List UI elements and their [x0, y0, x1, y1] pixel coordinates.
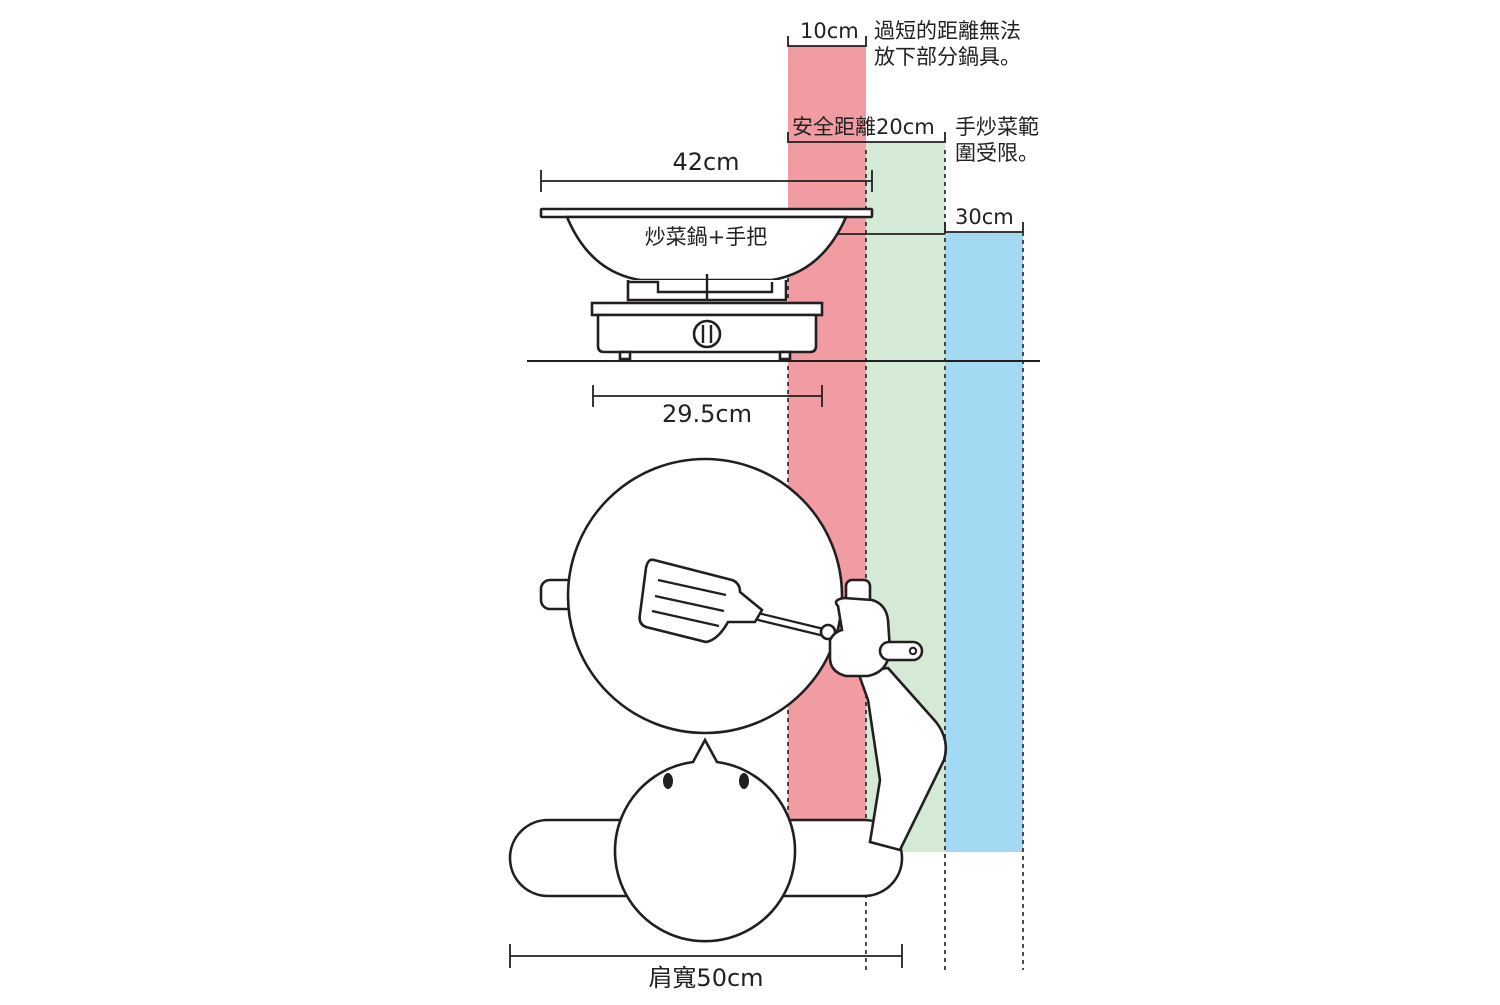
burner-grate-icon — [626, 274, 788, 302]
label-safe-20cm-note-1: 手炒菜範 — [955, 115, 1039, 139]
label-gap-10cm-note-1: 過短的距離無法 — [874, 19, 1021, 43]
label-stove-width: 29.5cm — [662, 400, 752, 428]
gas-stove-icon — [590, 301, 824, 361]
dim-10cm — [787, 36, 867, 47]
label-shoulder-width: 肩寬50cm — [648, 964, 763, 992]
label-gap-10cm-note-2: 放下部分鍋具。 — [874, 45, 1021, 69]
label-gap-10cm: 10cm — [800, 19, 859, 43]
dim-stove-width — [592, 385, 823, 407]
dim-20cm — [787, 132, 946, 143]
label-wok-width: 42cm — [672, 148, 739, 176]
dim-shoulder-width — [509, 944, 903, 968]
label-safe-20cm-note-2: 圍受限。 — [955, 141, 1039, 165]
cook-person-icon — [508, 457, 948, 943]
label-gap-30cm: 30cm — [955, 205, 1014, 229]
right-hand — [828, 596, 892, 678]
label-safe-20cm: 安全距離20cm — [792, 115, 935, 139]
left-eye — [663, 773, 673, 789]
dim-wok-width — [540, 170, 873, 192]
label-wok-name: 炒菜鍋+手把 — [645, 225, 768, 249]
band-10cm — [788, 46, 866, 820]
head — [613, 737, 797, 943]
dim-30cm — [944, 222, 1024, 233]
right-eye — [739, 773, 749, 789]
spatula-handle-end — [878, 640, 924, 662]
wok-side-icon — [539, 207, 874, 282]
right-arm — [856, 666, 948, 852]
band-30cm — [945, 232, 1023, 852]
